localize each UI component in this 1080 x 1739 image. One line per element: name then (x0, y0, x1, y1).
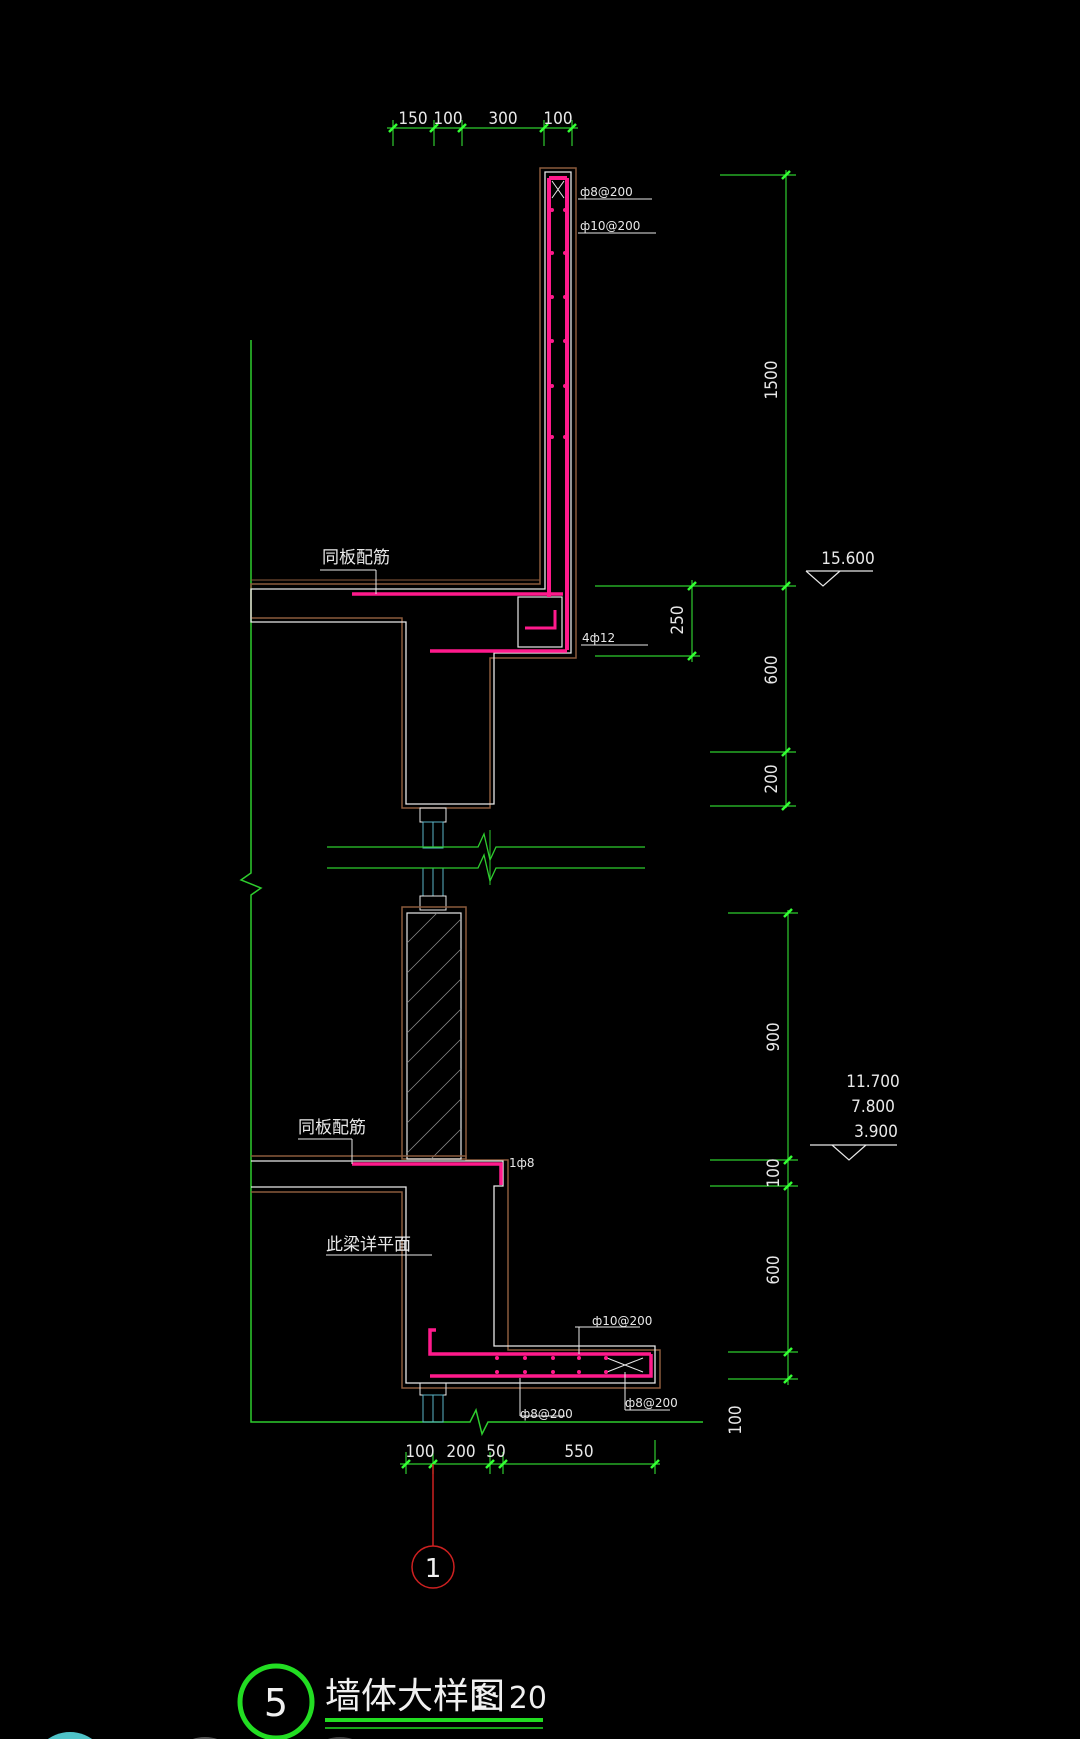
top-dimension-chain (387, 120, 578, 146)
bottom-dim-50: 50 (486, 1442, 505, 1462)
axis-label: 1 (425, 1554, 442, 1584)
top-dim-300: 300 (488, 109, 517, 129)
note-top-b8: ф8@200 (580, 185, 633, 199)
bottom-dimension-chain (400, 1440, 660, 1474)
elevation-11700: 11.700 (846, 1072, 900, 1092)
drawing-title: 墙体大样图 (325, 1676, 505, 1717)
window-frame-lower (419, 1382, 447, 1423)
elevation-mark-upper (805, 570, 873, 587)
elevation-15600: 15.600 (821, 549, 875, 569)
right-dim-900: 900 (764, 1022, 784, 1051)
elevation-7800: 7.800 (851, 1097, 895, 1117)
label-beam-see-plan: 此梁详平面 (326, 1235, 411, 1255)
overlay-button-1[interactable] (32, 1732, 108, 1739)
note-top-b10: ф10@200 (580, 219, 640, 233)
right-dim-600-upper: 600 (762, 655, 782, 684)
right-dim-200: 200 (762, 764, 782, 793)
elevation-3900: 3.900 (854, 1122, 898, 1142)
upper-rebar-dots (550, 208, 567, 439)
top-dim-150: 150 (398, 109, 427, 129)
upper-parapet-wall (250, 167, 577, 809)
upper-rebar (352, 176, 569, 653)
right-dim-1500: 1500 (762, 361, 782, 400)
right-dim-100-lower: 100 (726, 1405, 746, 1434)
bottom-dim-200: 200 (446, 1442, 475, 1462)
right-dim-100-upper: 100 (764, 1158, 784, 1187)
lower-rebar (352, 1162, 653, 1378)
label-slab-rebar-upper: 同板配筋 (322, 548, 390, 568)
axis-bubble (411, 1545, 455, 1589)
note-lower-b10: ф10@200 (592, 1314, 652, 1328)
top-dim-100: 100 (433, 109, 462, 129)
bottom-dim-100: 100 (405, 1442, 434, 1462)
right-dimension-ticks (687, 170, 793, 1384)
note-lower-b8-left: ф8@200 (520, 1407, 573, 1421)
left-boundary-line (239, 340, 703, 1437)
drawing-scale: 1: 20 (470, 1681, 547, 1716)
right-dimension-lines (595, 170, 798, 1385)
detail-number-circle (237, 1663, 315, 1739)
window-frame-middle (419, 867, 447, 911)
label-slab-rebar-lower: 同板配筋 (298, 1118, 366, 1138)
bottom-dim-550: 550 (564, 1442, 593, 1462)
window-frame-upper (419, 807, 447, 849)
right-dim-600-lower: 600 (764, 1255, 784, 1284)
detail-number: 5 (264, 1681, 288, 1725)
right-dim-250: 250 (668, 605, 688, 634)
note-lower-b8-right: ф8@200 (625, 1396, 678, 1410)
top-dimension-ticks (388, 123, 577, 133)
elevation-mark-lower (810, 1144, 897, 1161)
top-dim-100b: 100 (543, 109, 572, 129)
rebar-leaders (519, 198, 670, 1417)
label-leaders (298, 569, 432, 1256)
note-lower-1b8: 1ф8 (509, 1156, 535, 1170)
lower-wall (251, 906, 661, 1389)
break-lines (327, 830, 645, 885)
note-beam-4b12: 4ф12 (582, 631, 615, 645)
lower-rebar-dots (495, 1356, 608, 1374)
